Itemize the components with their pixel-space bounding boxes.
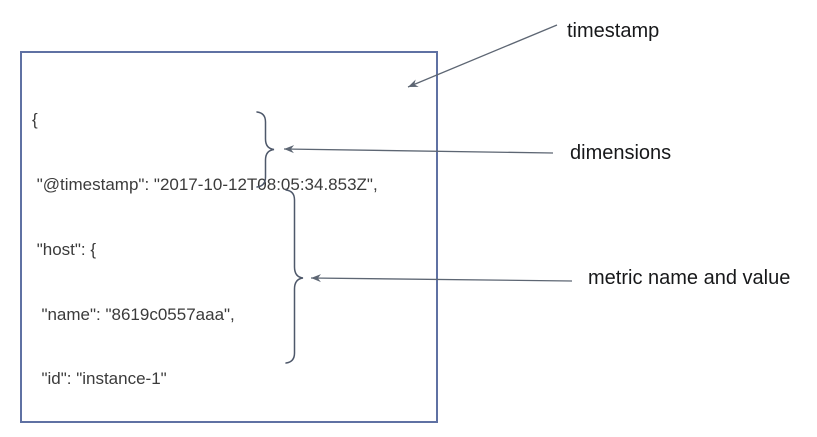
- metric-name-and-value-label: metric name and value: [588, 267, 791, 289]
- dimensions-label: dimensions: [570, 142, 672, 164]
- code-line-host: "host": {: [32, 239, 97, 259]
- json-code-block: { "@timestamp": "2017-10-12T08:05:34.853…: [32, 66, 378, 437]
- code-line: {: [32, 110, 38, 130]
- code-line-timestamp: "@timestamp": "2017-10-12T08:05:34.853Z"…: [32, 174, 378, 194]
- json-document-box: { "@timestamp": "2017-10-12T08:05:34.853…: [20, 51, 438, 437]
- code-line-host-name: "name": "8619c0557aaa",: [32, 304, 235, 324]
- code-line-host-id: "id": "instance-1": [32, 369, 167, 389]
- code-line: },: [32, 433, 378, 437]
- timestamp-label: timestamp: [567, 20, 660, 42]
